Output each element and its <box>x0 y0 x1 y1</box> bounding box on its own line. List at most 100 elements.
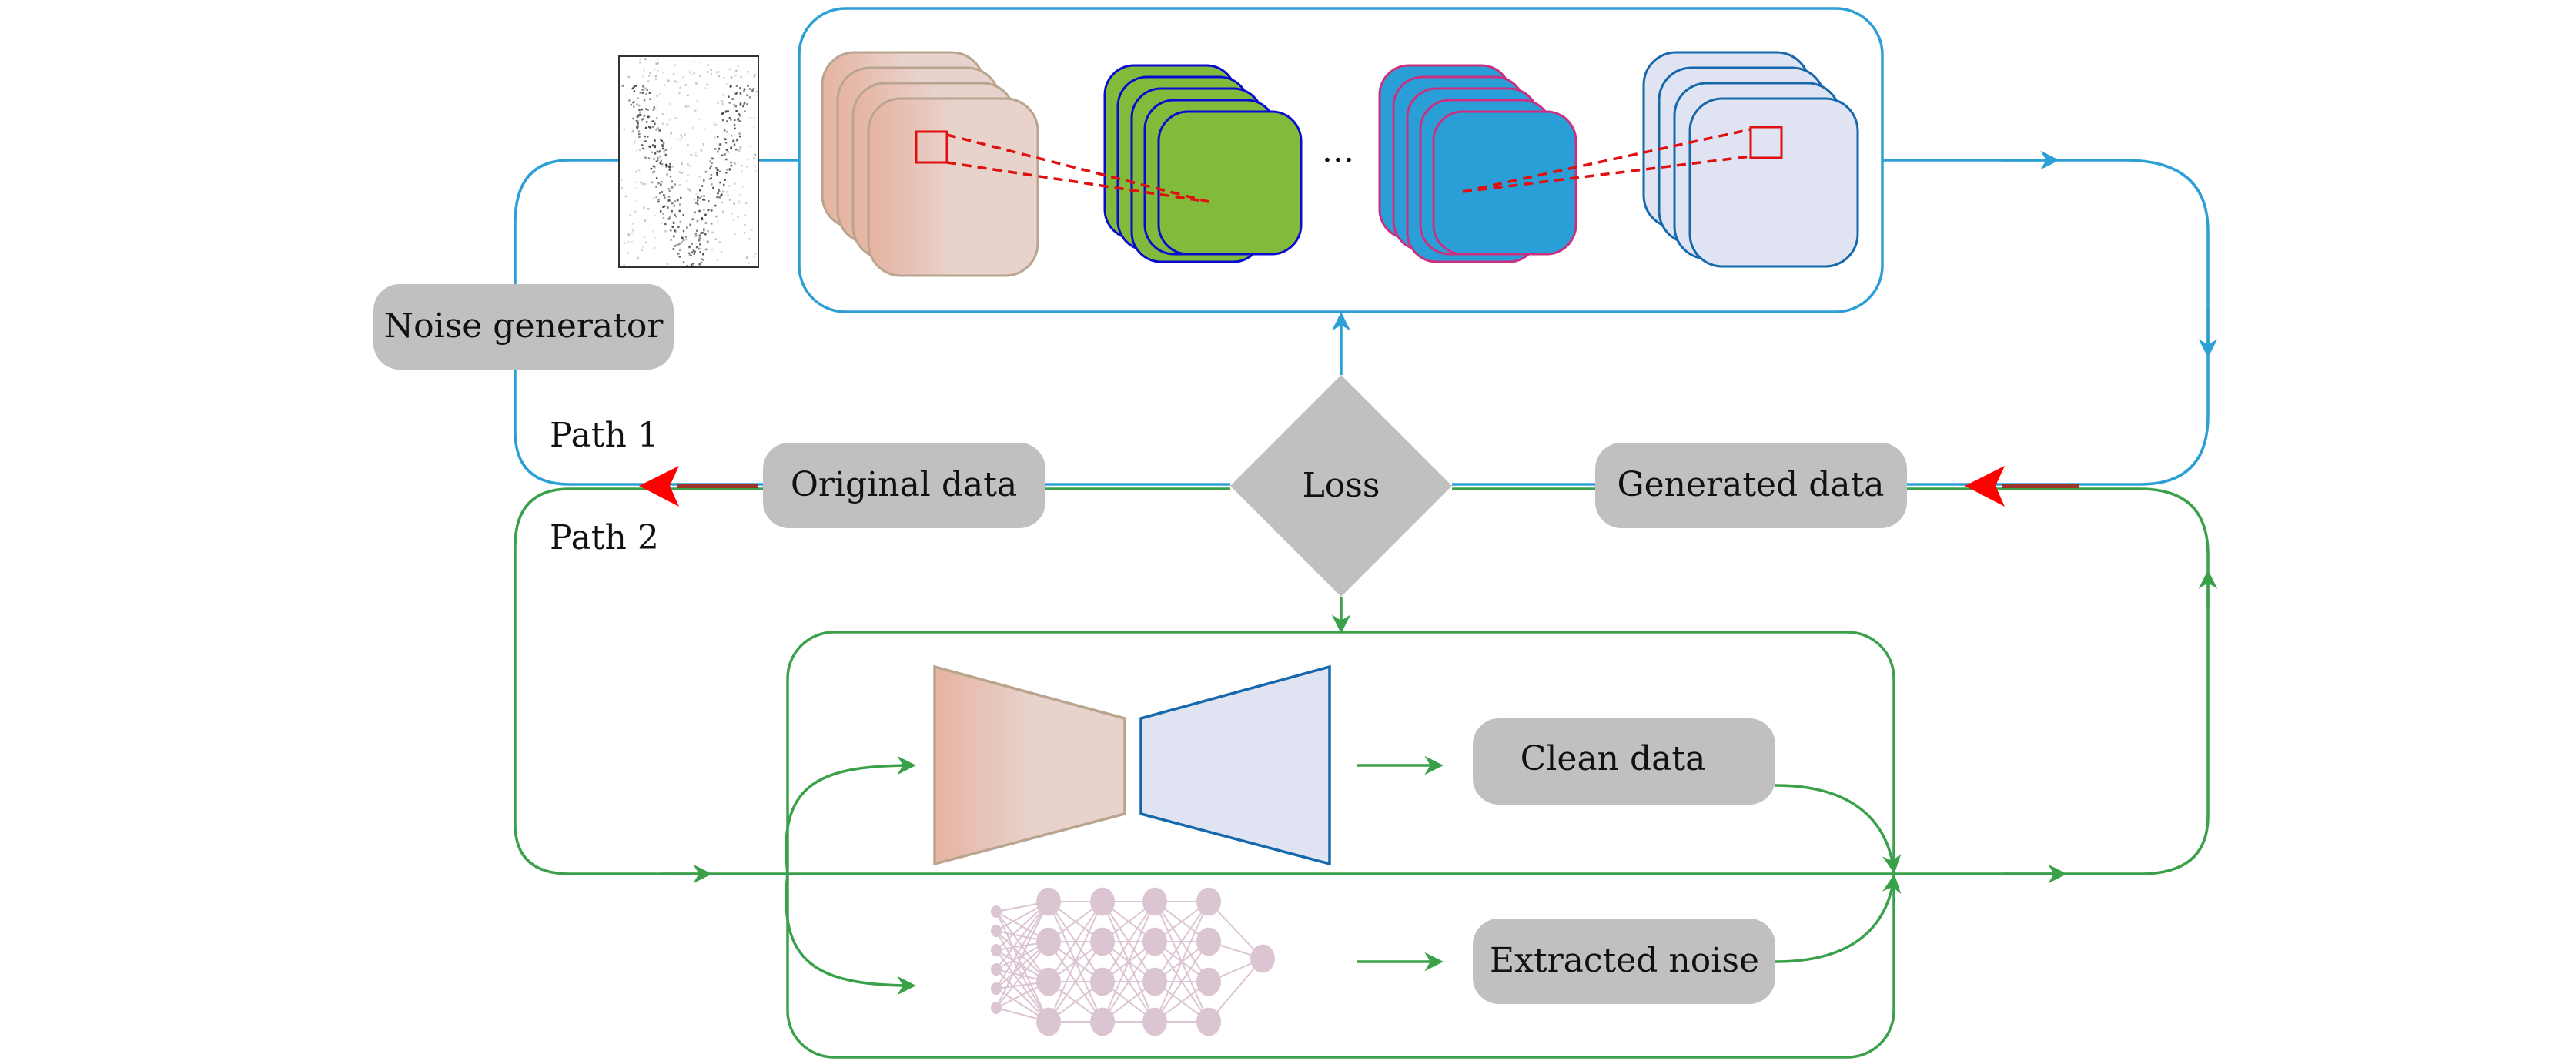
noise-pixel <box>752 88 754 91</box>
noise-pixel <box>655 117 658 119</box>
noise-pixel <box>660 138 662 141</box>
noise-pixel <box>706 71 709 73</box>
noise-pixel <box>699 189 701 192</box>
noise-pixel <box>694 235 698 237</box>
noise-pixel <box>668 216 671 219</box>
noise-pixel <box>636 115 638 119</box>
noise-pixel <box>722 190 724 193</box>
noise-pixel <box>748 96 751 99</box>
noise-pixel <box>703 195 705 197</box>
noise-pixel <box>688 71 691 73</box>
noise-pixel <box>728 199 731 201</box>
noise-pixel <box>731 134 733 137</box>
noise-pixel <box>674 117 677 120</box>
noise-pixel <box>661 222 663 224</box>
noise-pixel <box>739 146 741 149</box>
noise-pixel <box>695 246 698 249</box>
noise-pixel <box>704 213 707 216</box>
noise-pixel <box>668 119 671 121</box>
noise-pixel <box>637 256 639 259</box>
noise-pixel <box>621 187 623 189</box>
noise-pixel <box>681 162 683 166</box>
noise-pixel <box>621 178 623 181</box>
noise-pixel <box>733 143 736 146</box>
noise-pixel <box>687 187 689 190</box>
noise-pixel <box>694 233 698 235</box>
noise-pixel <box>662 206 664 208</box>
original-data-label: Original data <box>791 465 1017 504</box>
noise-pixel <box>728 68 731 71</box>
noise-pixel <box>682 76 684 79</box>
generator-block: ... <box>798 7 1884 313</box>
noise-pixel <box>661 113 664 115</box>
noise-pixel <box>734 233 736 236</box>
noise-pixel <box>647 109 649 112</box>
noise-pixel <box>639 92 642 94</box>
noise-pixel <box>638 132 641 136</box>
noise-pixel <box>743 88 746 91</box>
generated-data-node[interactable]: Generated data <box>1595 443 1907 528</box>
nn-neuron <box>1196 887 1221 916</box>
noise-pixel <box>668 199 671 202</box>
noise-pixel <box>663 194 665 196</box>
noise-pixel <box>631 131 634 133</box>
noise-pixel <box>744 102 746 104</box>
noise-pixel <box>682 239 685 242</box>
noise-pixel <box>634 140 636 142</box>
noise-pixel <box>670 132 673 134</box>
noise-pixel <box>643 99 646 102</box>
noise-pixel <box>719 181 721 184</box>
noise-pixel <box>703 209 705 211</box>
noise-pixel <box>631 223 634 225</box>
path2-label: Path 2 <box>550 518 659 557</box>
noise-pixel <box>716 173 719 176</box>
clean-data-node[interactable]: Clean data <box>1473 718 1775 805</box>
extracted-noise-node[interactable]: Extracted noise <box>1473 919 1775 1004</box>
noise-pixel <box>698 209 701 213</box>
noise-pixel <box>657 200 660 203</box>
original-data-node[interactable]: Original data <box>763 443 1045 528</box>
noise-pixel <box>647 157 651 159</box>
noise-generator-node[interactable]: Noise generator <box>373 284 674 370</box>
noise-pixel <box>655 177 658 179</box>
noise-pixel <box>730 85 733 88</box>
noise-pixel <box>627 240 630 243</box>
noise-pixel <box>663 151 665 153</box>
noise-pixel <box>658 149 661 152</box>
noise-pixel <box>659 162 662 165</box>
noise-pixel <box>666 263 669 265</box>
noise-pixel <box>671 225 674 228</box>
noise-pixel <box>634 85 637 87</box>
noise-pixel <box>728 168 731 170</box>
noise-pixel <box>653 68 656 70</box>
noise-pixel <box>656 95 658 97</box>
noise-pixel <box>676 82 679 84</box>
noise-pixel <box>652 165 655 168</box>
noise-pixel <box>711 162 713 165</box>
noise-pixel <box>654 236 656 239</box>
noise-pixel <box>638 149 641 152</box>
noise-pixel <box>746 94 748 97</box>
noise-pixel <box>671 209 673 213</box>
noise-pixel <box>723 137 726 140</box>
noise-pixel <box>728 117 731 119</box>
noise-pixel <box>741 164 743 167</box>
noise-pixel <box>678 203 681 206</box>
noise-pixel <box>688 245 691 248</box>
noise-pixel <box>657 151 661 153</box>
noise-pixel <box>621 85 623 87</box>
noise-pixel <box>633 105 635 108</box>
noise-pixel <box>703 229 705 232</box>
loss-node[interactable]: Loss <box>1230 375 1452 597</box>
receptive-field-lines <box>946 128 1751 203</box>
noise-pixel <box>703 228 705 230</box>
nn-edge <box>1048 901 1103 1023</box>
noise-pixel <box>668 166 671 169</box>
noise-pixel <box>642 89 644 91</box>
noise-pixel <box>707 229 709 233</box>
noise-pixel <box>750 229 753 231</box>
nn-neuron <box>1090 887 1115 916</box>
noise-pixel <box>688 189 691 192</box>
noise-pixel <box>694 211 696 214</box>
noise-pixel <box>636 97 639 99</box>
